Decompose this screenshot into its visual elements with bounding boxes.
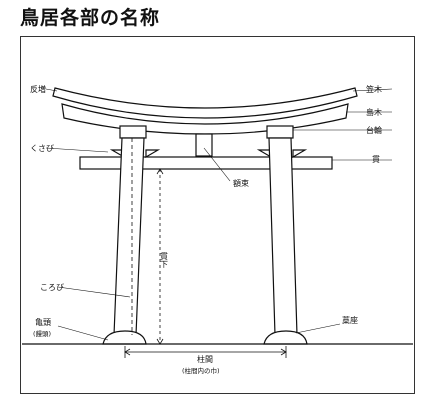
leader-kamebara	[57, 325, 109, 341]
label-kusabi: くさび	[30, 144, 54, 153]
label-hashirama: 柱間	[197, 354, 213, 364]
leader-warazaza	[295, 323, 341, 334]
label-sorimashi: 反増	[30, 84, 46, 94]
kamebara-left	[102, 330, 147, 345]
label-nukishita: 貫下	[160, 252, 169, 269]
leader-gakuzuka	[203, 147, 231, 182]
label-korobi: ころび	[40, 283, 64, 292]
nuki-beam	[79, 156, 333, 170]
kamebara-right	[263, 330, 308, 345]
label-warazaza: 藁座	[342, 315, 358, 325]
leader-kusabi	[45, 147, 109, 153]
page-title: 鳥居各部の名称	[20, 7, 161, 29]
diagram-frame	[20, 36, 415, 394]
label-shimaki: 島木	[366, 107, 382, 117]
leader-sorimashi	[45, 88, 58, 92]
label-kamebara-sub: (饅頭)	[33, 329, 51, 338]
label-kamebara: 亀頭	[35, 317, 51, 327]
label-kasagi: 笠木	[366, 84, 382, 94]
leader-kasagi	[352, 88, 393, 92]
hashirama-dimension	[124, 346, 287, 358]
kusabi-left-2	[145, 149, 161, 159]
daiwa-right	[266, 125, 294, 139]
leader-korobi	[57, 286, 131, 298]
daiwa-left	[119, 125, 147, 139]
label-daiwa: 台輪	[366, 125, 382, 135]
label-gakuzuka: 額束	[233, 178, 249, 188]
kusabi-right-2	[292, 149, 308, 159]
label-hashirama-sub: (柱間内の巾)	[182, 366, 220, 375]
gakuzuka-strut	[195, 133, 213, 157]
kasagi-beam	[52, 87, 358, 119]
nukishita-dimension	[156, 168, 164, 345]
label-nuki: 貫	[372, 155, 380, 164]
